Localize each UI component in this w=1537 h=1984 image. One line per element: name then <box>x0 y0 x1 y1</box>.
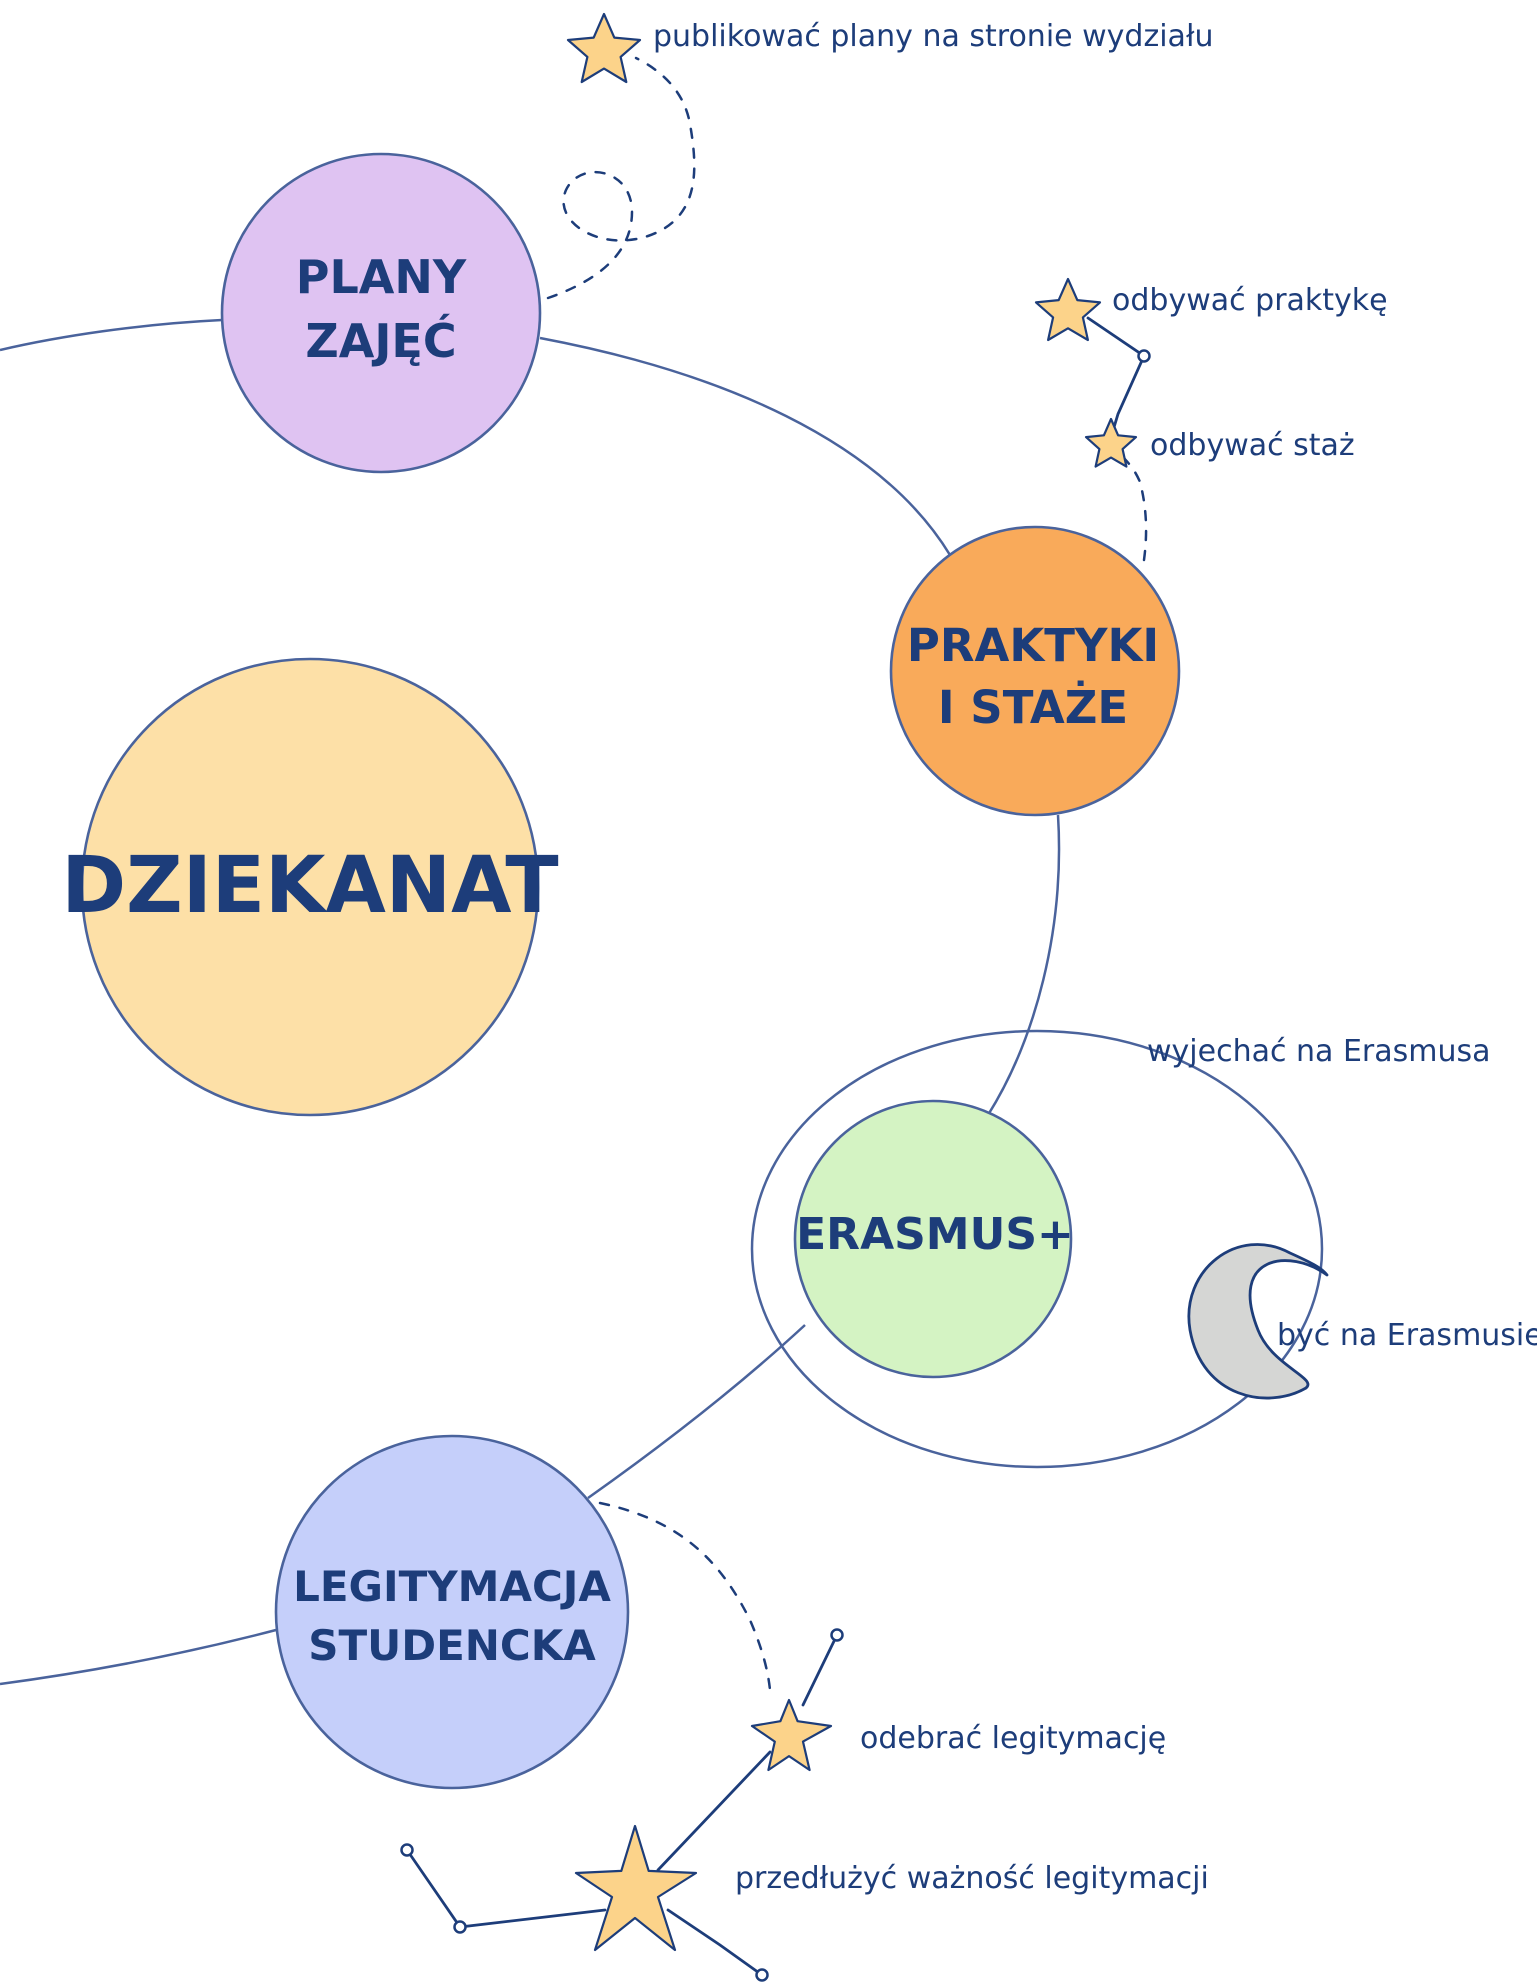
star-icon <box>574 1824 698 1952</box>
leaf-publikowac-plany: publikować plany na stronie wydziału <box>653 19 1213 54</box>
star-icon <box>750 1698 833 1772</box>
constellation-dot <box>1137 349 1151 363</box>
star-icon <box>1084 417 1138 468</box>
orbit-line-plany-to-praktyki <box>539 336 952 556</box>
praktyki-label-line-1: PRAKTYKI <box>907 619 1159 672</box>
leaf-odbywac-staz: odbywać staż <box>1150 428 1355 463</box>
plany-zajec-circle <box>220 152 542 474</box>
erasmus-circle <box>793 1099 1073 1379</box>
plany-zajec-label-line-2: ZAJĘĆ <box>305 314 456 368</box>
dziekanat-label: DZIEKANAT <box>61 841 558 931</box>
leaf-byc-na-erasmusie: być na Erasmusie <box>1277 1318 1537 1353</box>
star-icon <box>1034 277 1102 342</box>
leaf-przedluzyc-waznosc: przedłużyć ważność legitymacji <box>735 1861 1209 1896</box>
leaf-odebrac-legitymacje: odebrać legitymację <box>860 1721 1166 1756</box>
plany-zajec-label-line-1: PLANY <box>296 250 467 304</box>
dziekanat-circle <box>80 657 540 1117</box>
praktyki-label-line-2: I STAŻE <box>938 681 1128 734</box>
dashed-connector-plany-to-publikowac <box>546 56 696 300</box>
star-icon <box>566 12 642 84</box>
leaf-odbywac-praktyke: odbywać praktykę <box>1112 283 1388 318</box>
constellation-dot <box>400 1843 414 1857</box>
constellation-line-odebrac-up <box>801 1633 839 1707</box>
constellation-line-odebrac-to-przedluzyc <box>656 1750 772 1872</box>
constellation-dot <box>755 1968 769 1982</box>
dashed-connector-legitymacja-to-odebrac <box>598 1501 772 1692</box>
legitymacja-studencka-circle <box>274 1434 630 1790</box>
constellation-dot <box>830 1628 844 1642</box>
moon-icon <box>1187 1243 1329 1400</box>
orbit-line-left-to-plany <box>0 318 223 352</box>
orbit-line-praktyki-to-erasmus <box>986 814 1061 1116</box>
constellation-line-przedluzyc-left <box>405 1848 607 1929</box>
erasmus-label: ERASMUS+ <box>796 1209 1074 1260</box>
praktyki-i-staze-circle <box>889 525 1181 817</box>
orbit-line-legitymacja-to-left <box>0 1628 277 1686</box>
orbit-line-erasmus-to-legitymacja <box>587 1324 806 1500</box>
constellation-line-praktyka <box>1086 316 1146 436</box>
erasmus-orbit-ellipse <box>750 1029 1324 1469</box>
dashed-connector-praktyki-to-staz <box>1122 456 1148 562</box>
legitymacja-label-line-1: LEGITYMACJA <box>293 1562 611 1611</box>
constellation-line-przedluzyc-down <box>666 1908 764 1977</box>
legitymacja-label-line-2: STUDENCKA <box>308 1621 596 1670</box>
constellation-dot <box>453 1920 467 1934</box>
leaf-wyjechac-na-erasmusa: wyjechać na Erasmusa <box>1147 1034 1491 1069</box>
